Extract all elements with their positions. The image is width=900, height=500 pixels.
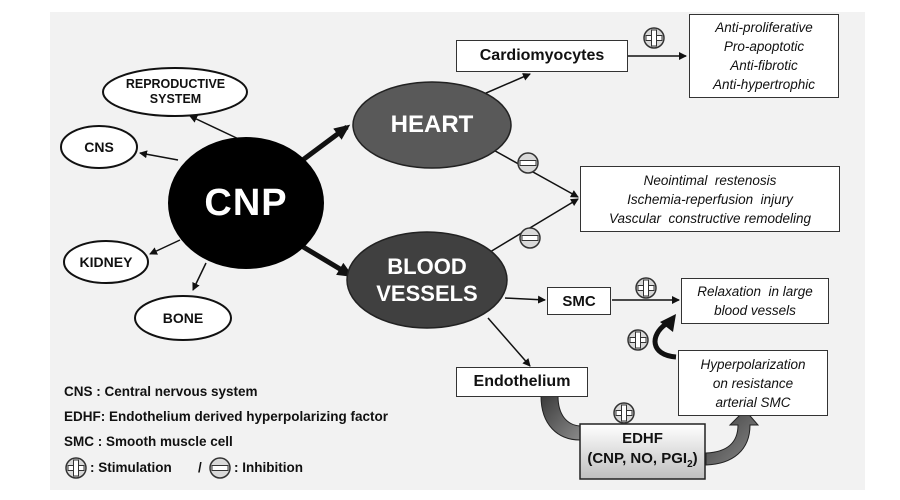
- kidney-label: KIDNEY: [79, 254, 133, 270]
- arrow-cnp-bone: [192, 262, 207, 291]
- vascular-effects-box: Neointimal restenosis Ischemia-reperfusi…: [580, 166, 840, 232]
- minus-icon-heart: [517, 152, 539, 174]
- curve-edhf-hyper: [705, 409, 760, 466]
- plus-icon-smc: [635, 277, 657, 299]
- plus-icon-cardio: [643, 27, 665, 49]
- curve-hyper-relax: [652, 321, 677, 360]
- plus-icon-legend: [65, 457, 87, 479]
- edhf-subtitle-subscript: 2: [687, 458, 693, 470]
- arrow-vessels-vascular: [489, 198, 579, 253]
- vascular-effect-3: Vascular constructive remodeling: [608, 210, 812, 226]
- edhf-subtitle: (CNP, NO, PGI2): [587, 449, 697, 475]
- legend-stimulation: : Stimulation: [90, 460, 172, 475]
- relaxation-line-1: Relaxation in large: [697, 284, 813, 299]
- edhf-subtitle-main: (CNP, NO, PGI: [587, 449, 688, 467]
- legend-slash: /: [198, 460, 202, 475]
- arrow-cnp-kidney: [149, 239, 181, 255]
- cnp-ellipse: [168, 137, 324, 269]
- arrow-vessels-smc: [504, 295, 546, 304]
- bone-ellipse: [134, 295, 232, 341]
- plus-icon-hyper: [627, 329, 649, 351]
- arrow-cnp-vessels: [298, 242, 354, 278]
- arrow-cnp-cns: [139, 150, 179, 161]
- hyper-line-1: Hyperpolarization: [700, 356, 806, 372]
- cnp-label: CNP: [204, 181, 288, 224]
- edhf-box: EDHF (CNP, NO, PGI2): [580, 424, 705, 479]
- vascular-effect-1: Neointimal restenosis: [643, 172, 777, 188]
- cns-ellipse: [60, 125, 138, 169]
- legend-inhibition: : Inhibition: [234, 460, 303, 475]
- cardio-effect-4: Anti-hypertrophic: [712, 77, 816, 92]
- vessels-ellipse: [346, 231, 508, 329]
- curve-hyper-relax-head: [660, 314, 676, 332]
- reproductive-label-line-2: SYSTEM: [149, 92, 202, 106]
- smc-box: SMC: [547, 287, 611, 315]
- minus-icon-vessels: [519, 227, 541, 249]
- vessels-label-line-2: VESSELS: [376, 281, 478, 306]
- bone-label: BONE: [162, 310, 204, 326]
- heart-ellipse: [352, 81, 512, 169]
- legend-cns: CNS : Central nervous system: [64, 384, 258, 399]
- hyper-line-2: on resistance: [712, 375, 794, 391]
- vessels-label: BLOOD VESSELS: [347, 250, 507, 310]
- edhf-box-shape: [579, 423, 706, 480]
- minus-icon-legend: [209, 457, 231, 479]
- cardio-effect-3: Anti-fibrotic: [730, 58, 798, 73]
- cns-label: CNS: [84, 139, 114, 155]
- hyperpolarization-box: Hyperpolarization on resistance arterial…: [678, 350, 828, 416]
- relaxation-line-2: blood vessels: [714, 303, 796, 318]
- kidney-ellipse: [63, 240, 149, 284]
- vessels-label-line-1: BLOOD: [387, 254, 467, 279]
- edhf-title: EDHF: [622, 429, 663, 447]
- cardiomyocytes-box: Cardiomyocytes: [456, 40, 628, 72]
- edhf-subtitle-end: ): [692, 449, 698, 467]
- curve-endo-edhf: [540, 395, 581, 441]
- reproductive-label: REPRODUCTIVE SYSTEM: [104, 73, 247, 111]
- legend-smc: SMC : Smooth muscle cell: [64, 434, 233, 449]
- cardio-effect-2: Pro-apoptotic: [723, 39, 805, 54]
- arrow-cnp-heart: [298, 124, 351, 165]
- arrow-vessels-endo: [487, 317, 531, 367]
- legend-edhf: EDHF: Endothelium derived hyperpolarizin…: [64, 409, 389, 424]
- reproductive-label-line-1: REPRODUCTIVE: [125, 77, 226, 91]
- cardio-effect-1: Anti-proliferative: [715, 20, 813, 35]
- hyper-line-3: arterial SMC: [715, 394, 791, 410]
- endothelium-box: Endothelium: [456, 367, 588, 397]
- relaxation-box: Relaxation in large blood vessels: [681, 278, 829, 324]
- reproductive-ellipse: [102, 67, 248, 117]
- heart-label: HEART: [390, 111, 474, 138]
- cardio-effects-box: Anti-proliferative Pro-apoptotic Anti-fi…: [689, 14, 839, 98]
- vascular-effect-2: Ischemia-reperfusion injury: [627, 191, 793, 207]
- plus-icon-edhf: [613, 402, 635, 424]
